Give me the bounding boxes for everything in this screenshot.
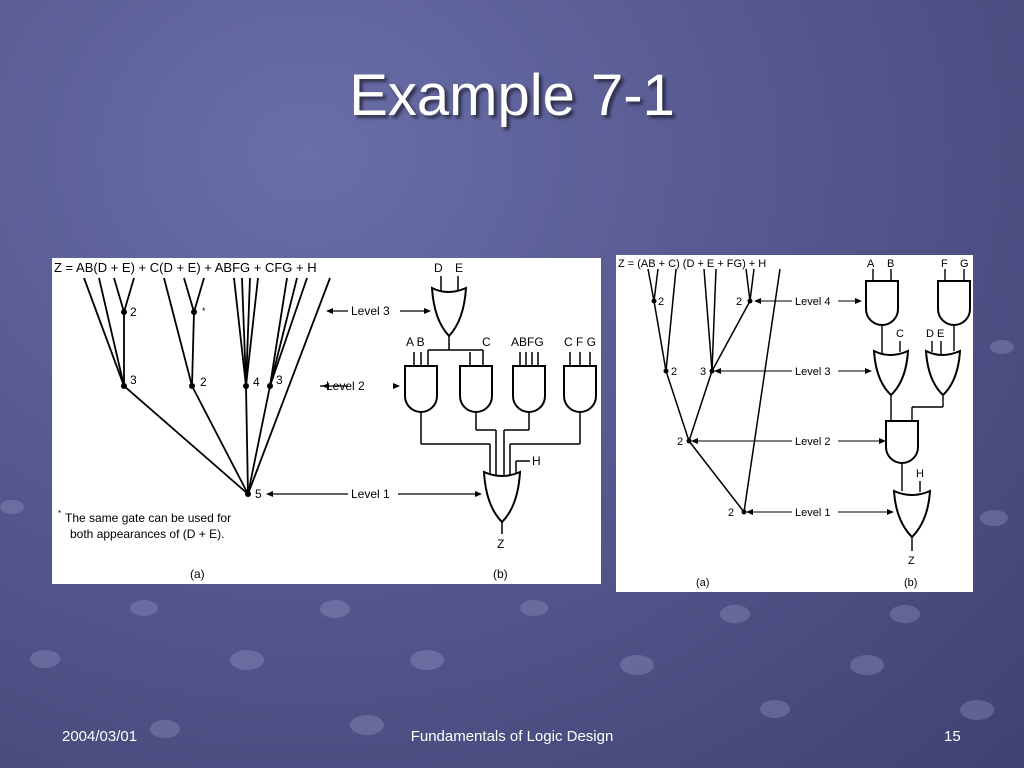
footer-date: 2004/03/01 — [62, 728, 138, 745]
note-line: both appearances of (D + E). — [70, 527, 224, 541]
input-label: B — [887, 258, 894, 270]
background-bubble — [720, 605, 750, 623]
note-asterisk: * — [58, 509, 61, 518]
level-label: Level 1 — [795, 507, 830, 519]
input-label: G — [960, 258, 969, 270]
background-bubble — [620, 655, 654, 675]
input-label: H — [532, 454, 541, 468]
tree-node — [267, 383, 273, 389]
input-label: H — [916, 468, 924, 480]
background-bubble — [760, 700, 790, 718]
caption: (a) — [190, 567, 205, 581]
background-bubble — [990, 340, 1014, 354]
diagram-panel-right: Z = (AB + C) (D + E + FG) + H 2 2 2 3 2 … — [616, 255, 973, 592]
input-label: E — [455, 261, 463, 275]
node-count: 3 — [276, 373, 283, 387]
background-bubble — [30, 650, 60, 668]
slide-title: Example 7-1 — [349, 63, 675, 128]
tree-node — [709, 368, 715, 374]
and-gate — [885, 420, 919, 464]
and-gate — [563, 365, 597, 413]
output-label: Z — [908, 555, 915, 567]
node-count: 5 — [255, 487, 262, 501]
level-label: Level 2 — [795, 436, 830, 448]
or-gate — [924, 349, 962, 397]
tree-node — [245, 491, 251, 497]
diagram-panel-left: Z = AB(D + E) + C(D + E) + ABFG + CFG + … — [52, 258, 601, 584]
tree-node — [121, 309, 127, 315]
diagram-left: Z = AB(D + E) + C(D + E) + ABFG + CFG + … — [54, 260, 597, 581]
output-label: Z — [497, 537, 504, 551]
background-bubble — [890, 605, 920, 623]
input-label: A — [867, 258, 875, 270]
tree-node — [121, 383, 127, 389]
node-count: 4 — [253, 375, 260, 389]
tree-node — [747, 298, 753, 304]
tree-node — [651, 298, 657, 304]
node-count: 2 — [658, 296, 664, 308]
input-label: E — [937, 328, 944, 340]
caption: (b) — [493, 567, 508, 581]
node-count: 3 — [700, 366, 706, 378]
or-gate — [892, 489, 932, 539]
tree-node — [741, 509, 747, 515]
node-count: 2 — [728, 507, 734, 519]
tree-node — [663, 368, 669, 374]
input-label: C — [482, 335, 491, 349]
level-label: Level 3 — [795, 366, 830, 378]
background-bubble — [0, 500, 24, 514]
footer-title: Fundamentals of Logic Design — [410, 728, 614, 745]
background-bubble — [520, 600, 548, 616]
background-bubble — [850, 655, 884, 675]
background-bubble — [320, 600, 350, 618]
tree-node — [189, 383, 195, 389]
input-label: D — [434, 261, 443, 275]
page-number: 15 — [944, 728, 961, 745]
background-bubble — [980, 510, 1008, 526]
node-count: 2 — [130, 305, 137, 319]
and-gate — [937, 280, 971, 326]
tree-node — [686, 438, 692, 444]
background-bubble — [960, 700, 994, 720]
or-gate — [482, 470, 522, 524]
background-bubble — [350, 715, 384, 735]
tree-node — [191, 309, 197, 315]
tree-node — [243, 383, 249, 389]
input-label: ABFG — [511, 335, 544, 349]
level-label: Level 2 — [326, 379, 365, 393]
and-gate — [512, 365, 546, 413]
node-count: 2 — [736, 296, 742, 308]
input-label: C — [896, 328, 904, 340]
node-count: * — [202, 306, 206, 316]
and-gate — [865, 280, 899, 326]
or-gate — [872, 349, 910, 397]
background-bubble — [230, 650, 264, 670]
input-label: A B — [406, 335, 425, 349]
caption: (a) — [696, 577, 709, 589]
node-count: 3 — [130, 373, 137, 387]
background-bubble — [150, 720, 180, 738]
diagram-right: Z = (AB + C) (D + E + FG) + H 2 2 2 3 2 … — [618, 258, 971, 589]
equation-left: Z = AB(D + E) + C(D + E) + ABFG + CFG + … — [54, 260, 317, 275]
background-bubble — [130, 600, 158, 616]
equation-right: Z = (AB + C) (D + E + FG) + H — [618, 258, 766, 270]
level-label: Level 3 — [351, 304, 390, 318]
level-label: Level 4 — [795, 296, 830, 308]
input-label: F — [941, 258, 948, 270]
level-label: Level 1 — [351, 487, 390, 501]
input-label: D — [926, 328, 934, 340]
node-count: 2 — [200, 375, 207, 389]
node-count: 2 — [671, 366, 677, 378]
note-line: The same gate can be used for — [65, 511, 231, 525]
input-label: C F G — [564, 335, 596, 349]
caption: (b) — [904, 577, 917, 589]
node-count: 2 — [677, 436, 683, 448]
and-gate — [459, 365, 493, 413]
or-gate — [430, 286, 468, 338]
background-bubble — [410, 650, 444, 670]
and-gate — [404, 365, 438, 413]
